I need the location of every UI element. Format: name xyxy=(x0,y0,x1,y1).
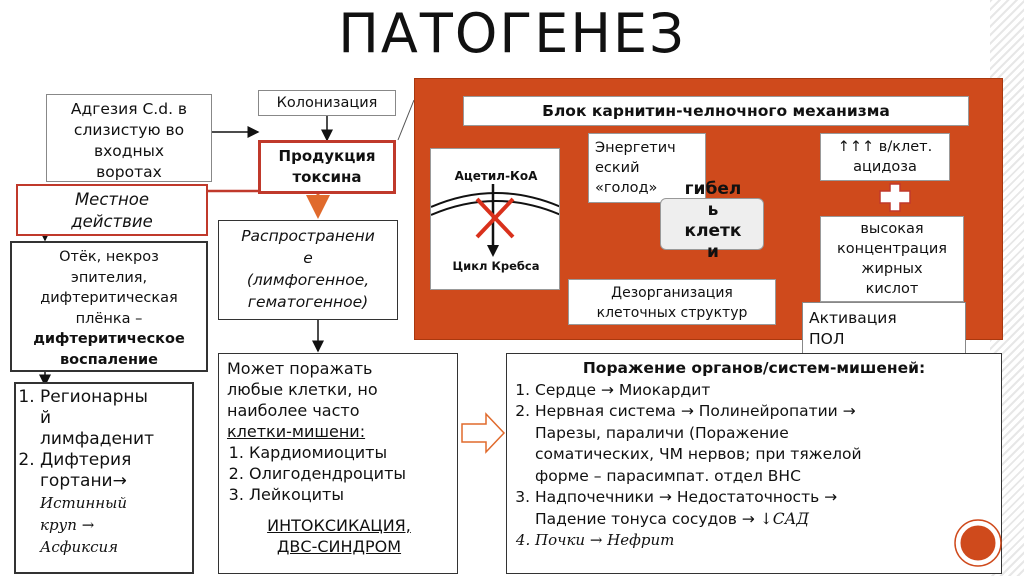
membrane-graphic xyxy=(431,184,559,257)
outcome-item-2: Дифтерия гортани→ Истинный круп → Асфикс… xyxy=(40,450,188,558)
outcomes-list: Регионарны й лимфаденит Дифтерия гортани… xyxy=(18,387,188,558)
connector-toxin-panel xyxy=(397,99,415,141)
effects-line4: плёнка – xyxy=(75,310,143,327)
organ-item-2: Нервная система → Полинейропатии → Парез… xyxy=(535,401,995,487)
targets-line2: любые клетки, но xyxy=(227,380,378,399)
target-item: Кардиомиоциты xyxy=(249,442,451,463)
energy-line2: еский xyxy=(595,160,640,176)
effects-line1: Отёк, некроз xyxy=(59,249,159,265)
effects-line2: эпителия, xyxy=(70,269,148,286)
organ-item-4: Почки → Нефрит xyxy=(535,530,995,552)
targets-line1: Может поражать xyxy=(227,359,373,378)
local-action-line2: действие xyxy=(71,212,153,231)
targets-line3: наиболее часто xyxy=(227,401,360,420)
adhesion-line1: Адгезия C.d. в xyxy=(70,100,188,118)
targets-box: Может поражать любые клетки, но наиболее… xyxy=(218,353,458,574)
toxin-box: Продукция токсина xyxy=(258,140,396,194)
effects-line6: воспаление xyxy=(59,351,158,368)
energy-line1: Энергетич xyxy=(595,140,676,156)
block-title: Блок карнитин-челночного механизма xyxy=(463,96,969,126)
organ-item-3: Надпочечники → Недостаточность → Падение… xyxy=(535,487,995,530)
organs-list: Сердце → Миокардит Нервная система → Пол… xyxy=(513,380,995,552)
acidosis-box: ↑↑↑ в/клет. ацидоза xyxy=(820,133,950,181)
organs-title: Поражение органов/систем-мишеней: xyxy=(582,359,926,377)
local-action-line1: Местное xyxy=(74,190,150,209)
colonization-box: Колонизация xyxy=(258,90,396,116)
toxin-line2: токсина xyxy=(292,168,362,186)
acidosis-line2: ацидоза xyxy=(853,159,917,175)
target-item: Олигодендроциты xyxy=(249,463,451,484)
spread-line3: (лимфогенное, xyxy=(246,271,370,289)
effects-line5: дифтеритическое xyxy=(33,331,185,347)
fatty-acids-box: высокая концентрация жирных кислот xyxy=(820,216,964,302)
krebs-cell-box: Ацетил-КоА Цикл Кребса xyxy=(430,148,560,290)
acidosis-line1: ↑↑↑ в/клет. xyxy=(837,139,933,155)
cell-death-box: гибел ь клетк и xyxy=(660,179,764,262)
energy-line3: «голод» xyxy=(595,180,658,196)
disorganization-box: Дезорганизация клеточных структур xyxy=(568,279,776,325)
lpo-box: Активация ПОЛ xyxy=(802,302,966,354)
toxin-line1: Продукция xyxy=(278,147,376,165)
spread-line2: е xyxy=(303,249,313,267)
organs-box: Поражение органов/систем-мишеней: Сердце… xyxy=(506,353,1002,574)
page-title: ПАТОГЕНЕЗ xyxy=(338,2,686,65)
local-effects-box: Отёк, некроз эпителия, дифтеритическая п… xyxy=(10,241,208,372)
targets-line4: клетки-мишени: xyxy=(227,422,366,441)
targets-list: Кардиомиоциты Олигодендроциты Лейкоциты xyxy=(227,442,451,505)
effects-line3: дифтеритическая xyxy=(40,290,178,306)
targets-footer1: ИНТОКСИКАЦИЯ, xyxy=(267,516,411,535)
adhesion-line2: слизистую во xyxy=(73,121,185,139)
organ-item-1: Сердце → Миокардит xyxy=(535,380,995,402)
death-text: гибел ь клетк и xyxy=(684,179,742,262)
adhesion-box: Адгезия C.d. в слизистую во входных воро… xyxy=(46,94,212,182)
arrow-targets-organs xyxy=(461,412,506,454)
spread-box: Распространени е (лимфогенное, гематоген… xyxy=(218,220,398,320)
targets-footer2: ДВС-СИНДРОМ xyxy=(276,537,402,556)
local-outcomes-box: Регионарны й лимфаденит Дифтерия гортани… xyxy=(14,382,194,574)
adhesion-line4: воротах xyxy=(96,163,162,181)
local-action-box: Местное действие xyxy=(16,184,208,236)
spread-line4: гематогенное) xyxy=(247,293,369,311)
outcome-item-1: Регионарны й лимфаденит xyxy=(40,387,188,450)
spread-line1: Распространени xyxy=(241,227,375,245)
energy-box: Энергетич еский «голод» xyxy=(588,133,706,203)
krebs-label: Цикл Кребса xyxy=(452,259,540,273)
acetyl-label: Ацетил-КоА xyxy=(454,169,538,183)
adhesion-line3: входных xyxy=(93,142,165,160)
target-item: Лейкоциты xyxy=(249,484,451,505)
